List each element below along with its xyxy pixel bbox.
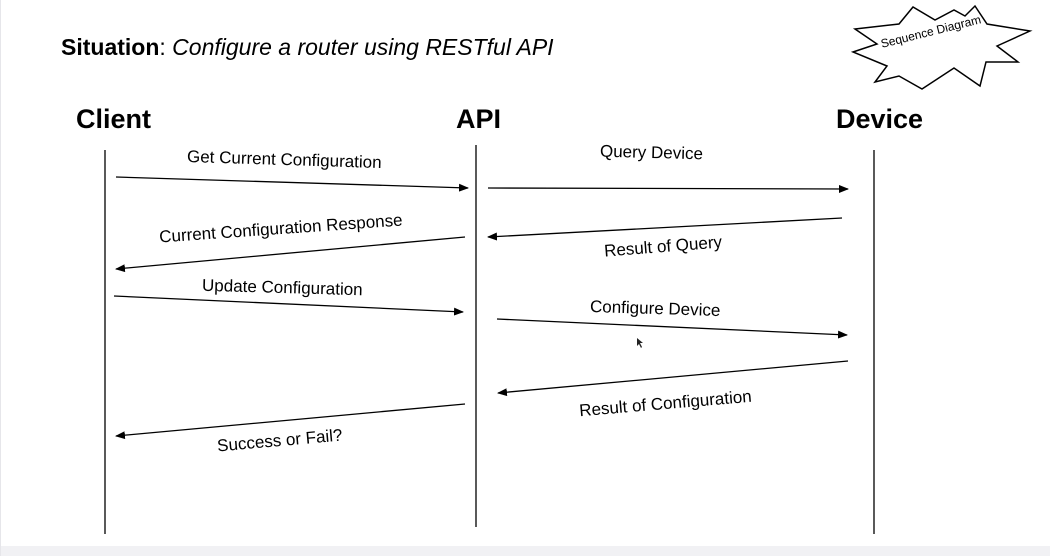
actor-client: Client bbox=[76, 104, 152, 134]
message-query-device: Query Device bbox=[599, 141, 704, 164]
arrow-update-configuration bbox=[113, 295, 464, 316]
title-separator: : bbox=[159, 34, 173, 60]
actor-api: API bbox=[456, 104, 502, 134]
arrow-configure-device bbox=[496, 318, 848, 339]
situation-label: Situation bbox=[61, 34, 160, 60]
arrow-success-or-fail bbox=[115, 403, 466, 440]
arrow-get-current-configuration bbox=[115, 176, 469, 192]
situation-description: Configure a router using RESTful API bbox=[172, 34, 554, 60]
actor-device: Device bbox=[836, 104, 924, 134]
mouse-cursor-icon bbox=[637, 338, 643, 348]
arrow-result-of-query bbox=[487, 217, 843, 241]
arrow-query-device bbox=[487, 184, 849, 193]
arrow-current-configuration-response bbox=[115, 236, 466, 273]
arrow-result-of-configuration bbox=[497, 360, 849, 397]
bottom-bar bbox=[1, 546, 1050, 556]
message-configure-device: Configure Device bbox=[589, 296, 721, 321]
page-title: Situation: Configure a router using REST… bbox=[61, 34, 554, 61]
starburst-badge bbox=[850, 4, 1033, 90]
